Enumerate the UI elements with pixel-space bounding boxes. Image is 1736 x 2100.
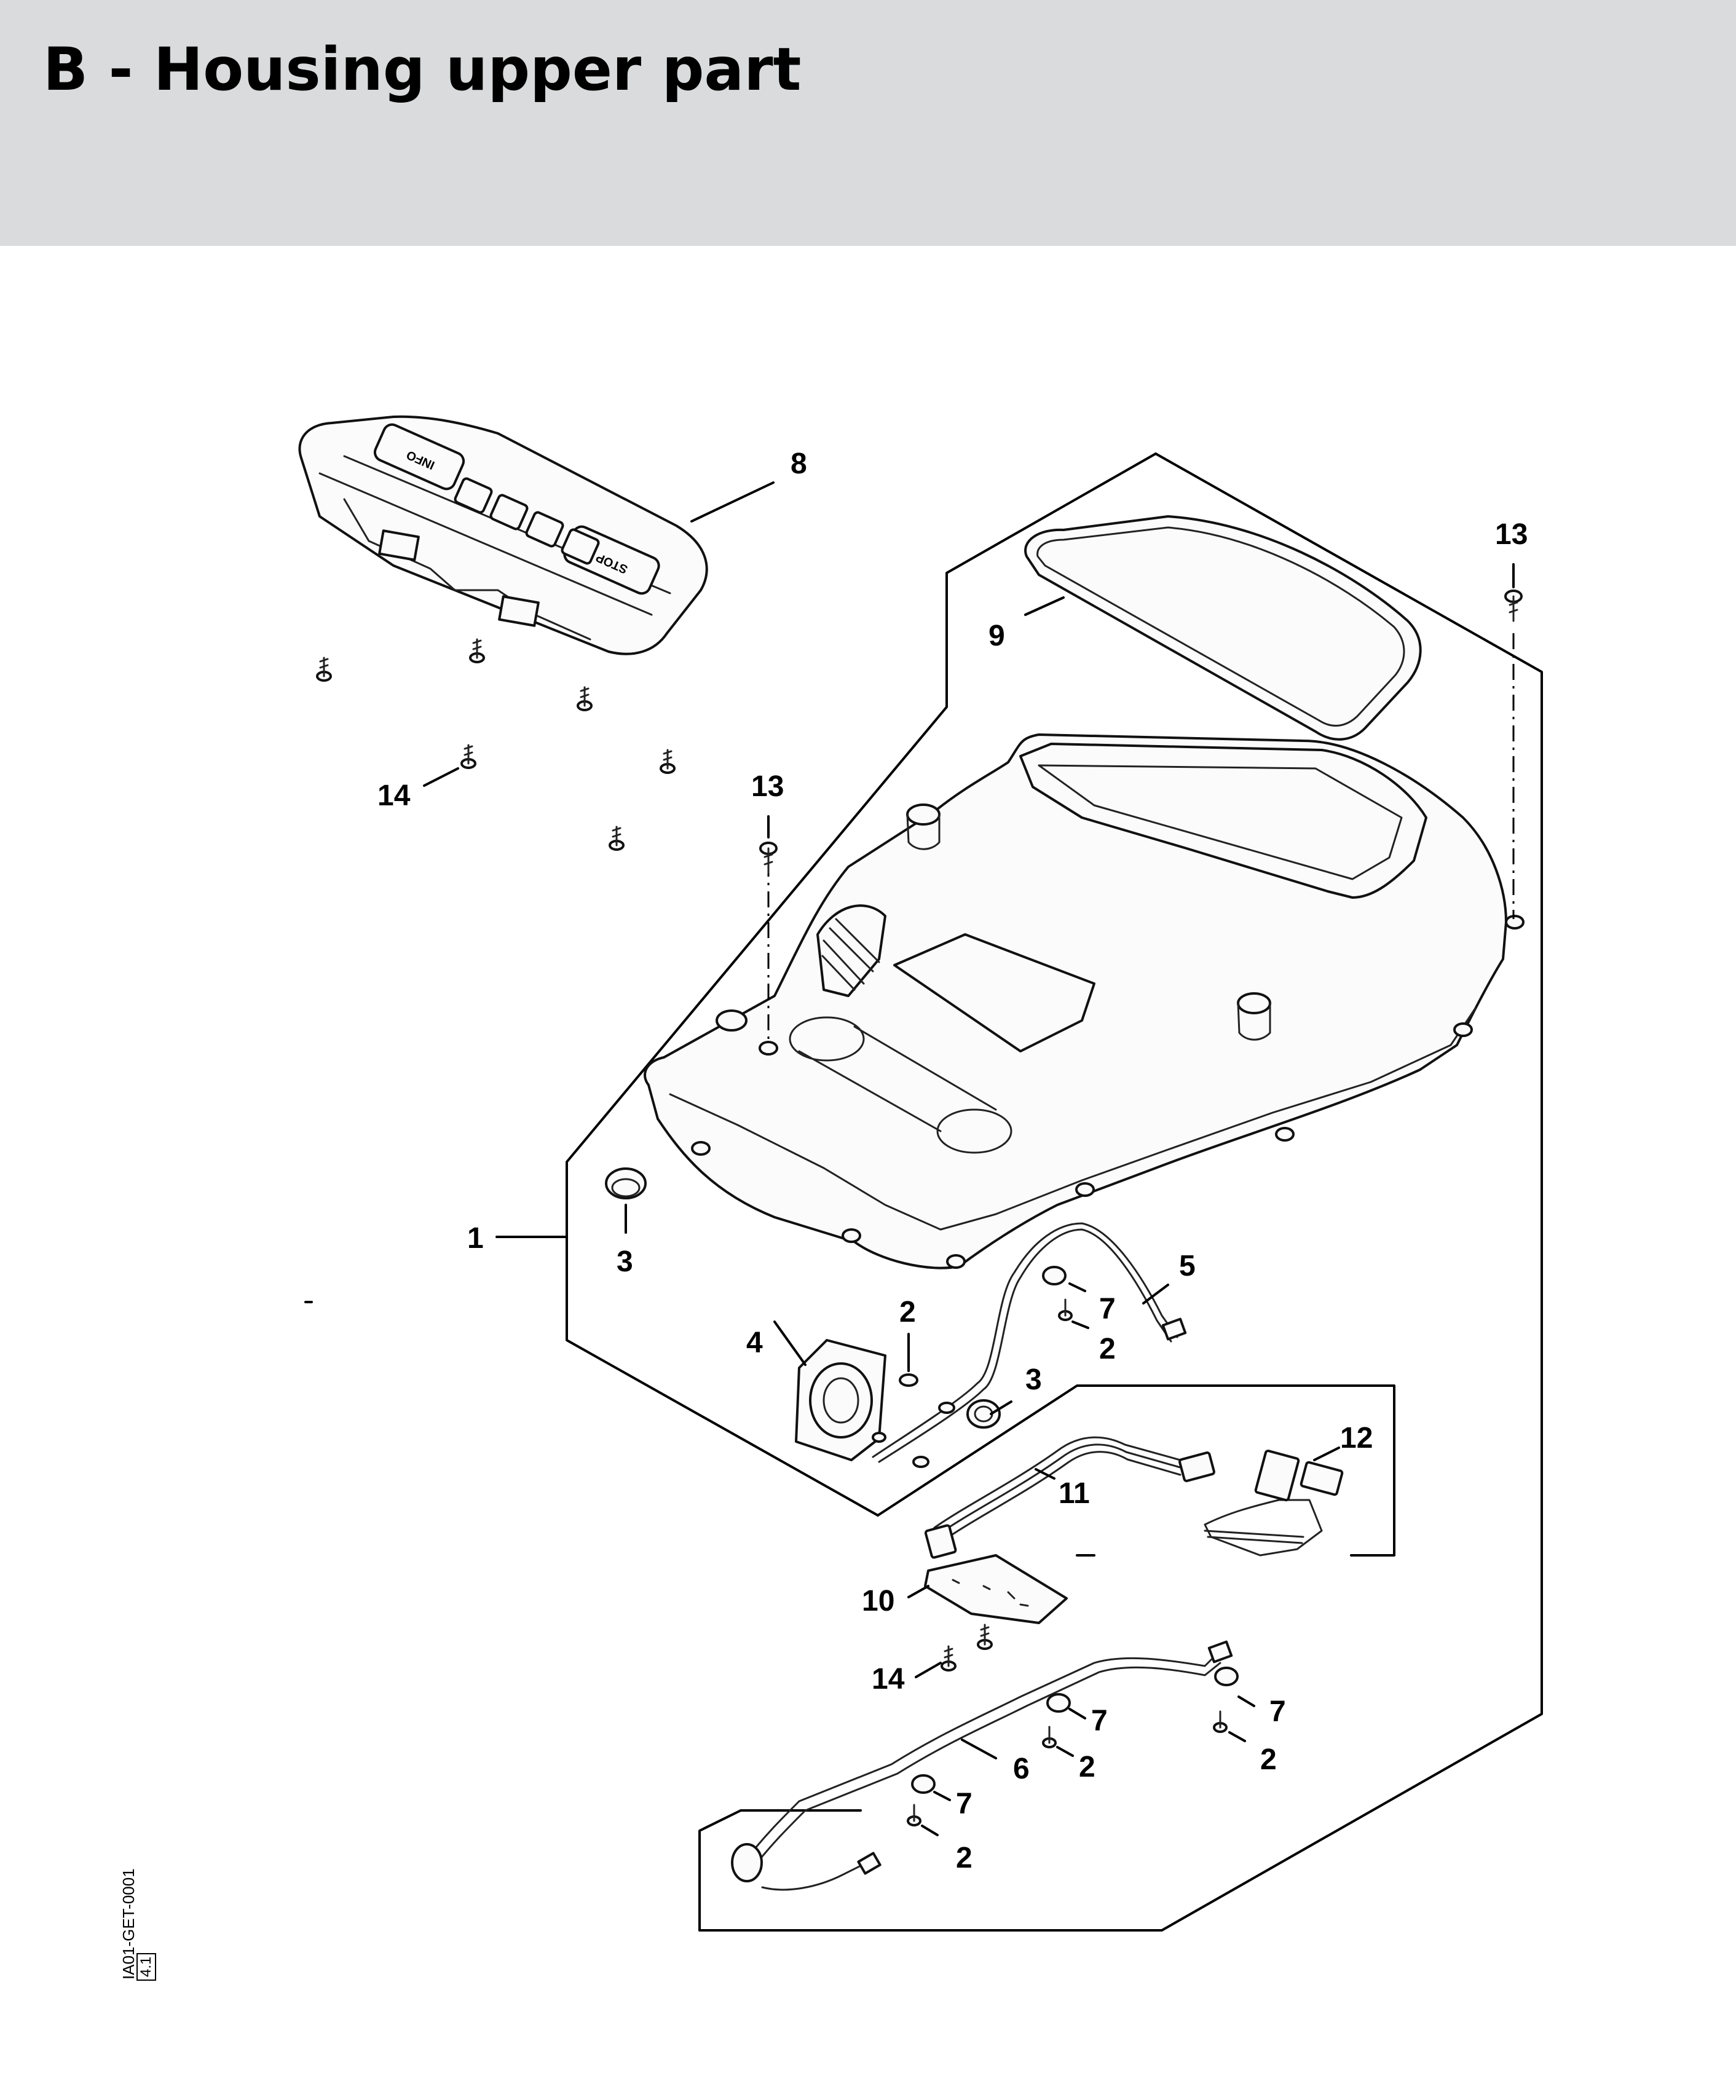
callout-7-b: 7 [1091, 1705, 1108, 1737]
clip-7-cable5 [1042, 1266, 1067, 1285]
screw-13-left [759, 842, 778, 874]
callout-labels: 1 3 4 2 3 5 7 2 8 9 13 13 14 11 12 10 14… [377, 448, 1528, 1874]
screw-speaker-c [872, 1432, 886, 1443]
callout-8: 8 [791, 448, 807, 480]
callout-5: 5 [1179, 1250, 1196, 1282]
leader-lines [423, 481, 1515, 1836]
screw-2-speaker [899, 1373, 918, 1387]
screw-2-a [907, 1804, 921, 1826]
callout-2-cable5: 2 [1099, 1333, 1116, 1365]
screw-speaker-b [912, 1456, 929, 1468]
wire-harness [1204, 1450, 1344, 1557]
page-title: B - Housing upper part [43, 35, 802, 104]
speaker [795, 1339, 886, 1461]
screw-2-c [1213, 1710, 1228, 1733]
housing-upper-part [644, 733, 1525, 1269]
callout-12: 12 [1340, 1422, 1373, 1455]
screw-speaker-a [938, 1402, 955, 1414]
grommet-speaker [966, 1399, 1001, 1429]
callout-9: 9 [988, 620, 1005, 652]
clip-7-c [1214, 1667, 1239, 1686]
callout-4: 4 [746, 1327, 763, 1359]
callout-2-b: 2 [1079, 1751, 1095, 1783]
callout-7-c: 7 [1269, 1695, 1286, 1728]
callout-14-keypad: 14 [377, 780, 411, 812]
keypad-panel: INFO STOP [298, 415, 708, 655]
callout-10: 10 [862, 1585, 894, 1617]
callout-3-plug: 3 [617, 1245, 633, 1278]
drawing-id: IA01-GET-0001 [119, 1868, 138, 1980]
screw-set-keypad [316, 638, 676, 851]
window-seal [1024, 515, 1422, 741]
callout-3-speaker: 3 [1025, 1364, 1042, 1396]
callout-13-left: 13 [751, 770, 784, 803]
callout-6: 6 [1013, 1753, 1030, 1785]
cable-6 [731, 1640, 1233, 1891]
clip-7-a [911, 1774, 936, 1794]
screw-13-right [1504, 590, 1523, 622]
connector-5 [1161, 1317, 1187, 1341]
callout-7-cable5: 7 [1099, 1293, 1116, 1325]
clip-7-b [1046, 1693, 1071, 1713]
grommet-plug [605, 1167, 647, 1199]
callout-7-a: 7 [956, 1788, 973, 1820]
group-bracket-housing [566, 452, 1543, 1932]
screw-set-pcb [941, 1624, 993, 1672]
screw-2-cable5 [1058, 1298, 1073, 1321]
ribbon-cable [924, 1436, 1215, 1559]
circuit-board [924, 1554, 1068, 1624]
callout-2-speaker: 2 [899, 1296, 916, 1328]
screw-2-b [1042, 1726, 1057, 1748]
callout-1: 1 [467, 1222, 484, 1255]
header-band [0, 0, 1736, 246]
callout-13-right: 13 [1495, 518, 1528, 551]
callout-2-c: 2 [1260, 1743, 1277, 1776]
drawing-revision: 4.1 [136, 1952, 156, 1981]
callout-2-a: 2 [956, 1842, 973, 1874]
callout-14-pcb: 14 [872, 1663, 905, 1695]
callout-11: 11 [1059, 1477, 1090, 1510]
group-bracket-electronics [877, 1384, 1395, 1557]
